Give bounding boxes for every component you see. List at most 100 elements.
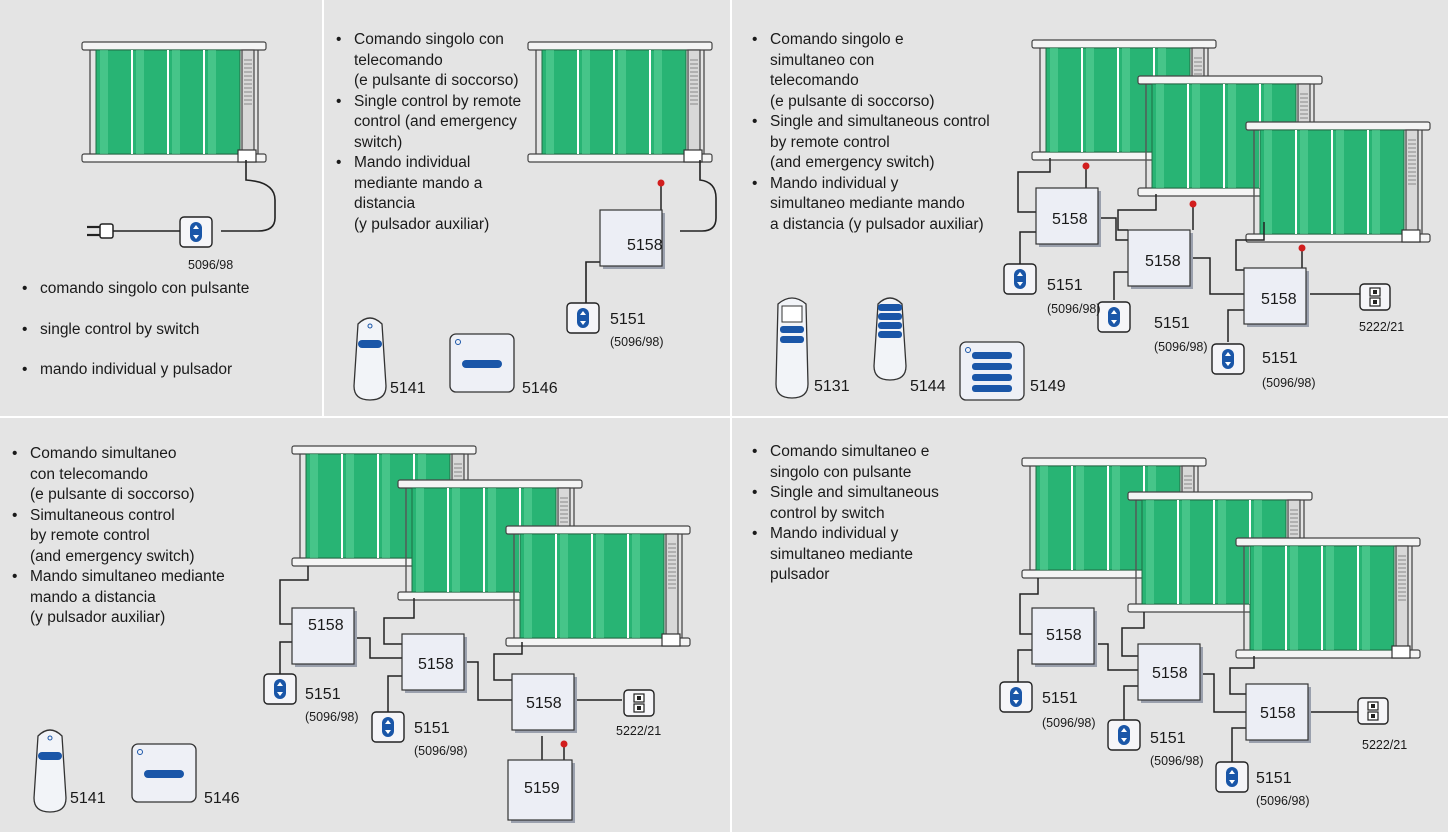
slat-highlight [560,534,568,638]
receiver-label: 5158 [627,237,663,254]
switch-rocker [1222,349,1234,369]
remote-key [878,304,902,311]
description-it: Comando simultaneo con telecomando (e pu… [8,444,278,506]
shutter-rail-top [1127,491,1313,501]
switch-rocker [274,679,286,699]
slat-highlight [100,50,108,154]
central-switch-icon [1359,283,1391,311]
remote-key [358,340,382,348]
shutter-icon [1245,121,1431,243]
slat-highlight [1076,466,1084,570]
remote-led [47,735,53,741]
arrow-up [277,682,283,686]
shutter-rail-top [1137,75,1323,85]
remote-control-icon [353,317,387,401]
shutter-icon [81,41,267,163]
box-body [1127,229,1191,287]
receiver-label: 5158 [1152,665,1188,682]
receiver-box [1243,267,1309,327]
cable [1121,612,1145,657]
box-body [291,607,355,665]
transmitter-key [462,360,502,368]
transmitter-key [144,770,184,778]
wall-switch-icon [1097,301,1131,333]
cable [680,160,717,232]
radio-receiver-box [507,759,575,823]
description-en: single control by switch [18,320,318,341]
cable [1235,222,1265,271]
switch-plate [623,689,655,717]
transmitter-led [965,347,971,353]
switch-label: 5151 [1262,350,1298,367]
remote-label: 5144 [910,378,946,395]
wall-transmitter-icon [449,333,515,393]
remote-body [33,729,67,813]
slat-highlight [1146,500,1154,604]
slat-highlight [1264,130,1272,234]
switch-plate [1357,697,1389,725]
remote-control-icon [775,297,809,399]
panel-multi-switch: Comando simultaneo e singolo con pulsant… [732,418,1448,832]
switch-rocker [382,717,394,737]
arrow-down [1229,780,1235,784]
box-body [1031,607,1095,665]
switch-label: 5151 [1047,277,1083,294]
switch-sublabel: (5096/98) [1262,376,1316,390]
receiver-label: 5158 [1046,627,1082,644]
panel-single-remote: Comando singolo con telecomando (e pulsa… [324,0,730,416]
slat-highlight [488,488,496,592]
wall-transmitter-keypad-icon [959,341,1025,401]
slat-highlight [208,50,216,154]
arrow-up [1013,690,1019,694]
slat-highlight [1372,130,1380,234]
motor-end [661,633,681,647]
motor-housing [1405,129,1419,235]
arrow-down [1121,738,1127,742]
divider [0,416,1448,418]
remote-key [878,313,902,320]
cable [279,641,292,676]
arrow-up [385,720,391,724]
receiver-label: 5158 [308,617,344,634]
cable [1098,643,1138,671]
remote-key [878,331,902,338]
description-es: Mando individual y simultaneo mediante p… [748,524,1008,586]
switch-sublabel: (5096/98) [305,710,359,724]
transmitter-led [455,339,461,345]
motor-housing [1395,545,1409,651]
box-body [1035,187,1099,245]
slat-highlight [1156,84,1164,188]
arrow-up [580,311,586,315]
switch-rocker [1118,725,1130,745]
key-dot [1373,300,1377,304]
wall-switch-icon [179,216,213,248]
shutter-rail-top [1235,537,1421,547]
transmitter-key [972,385,1012,392]
slat-highlight [1336,130,1344,234]
arrow-up [193,225,199,229]
slat-highlight [346,454,354,558]
slat-highlight [382,454,390,558]
key-dot [637,696,641,700]
slat-highlight [1050,48,1058,152]
panel5-drawing [999,457,1421,793]
transmitter-label: 5149 [1030,378,1066,395]
arrow-down [580,321,586,325]
panel-simultaneous-remote: Comando simultaneo con telecomando (e pu… [0,418,730,832]
cable [1192,257,1244,295]
description-it: Comando singolo con telecomando (e pulsa… [332,30,552,92]
receiver-label: 5158 [1052,211,1088,228]
remote-body [775,297,809,399]
arrow-up [1111,310,1117,314]
remote-keypad-icon [873,297,907,381]
receiver-label: 5158 [526,695,562,712]
receiver-label: 5158 [1260,705,1296,722]
description-en: Single and simultaneous control by switc… [748,483,1008,524]
wall-transmitter-icon [131,743,197,803]
cable [387,675,402,712]
description-list: Comando singolo e simultaneo con telecom… [748,30,1038,235]
switch-rocker [1226,767,1238,787]
description-es: Mando individual mediante mando a distan… [332,153,552,235]
slat-highlight [632,534,640,638]
